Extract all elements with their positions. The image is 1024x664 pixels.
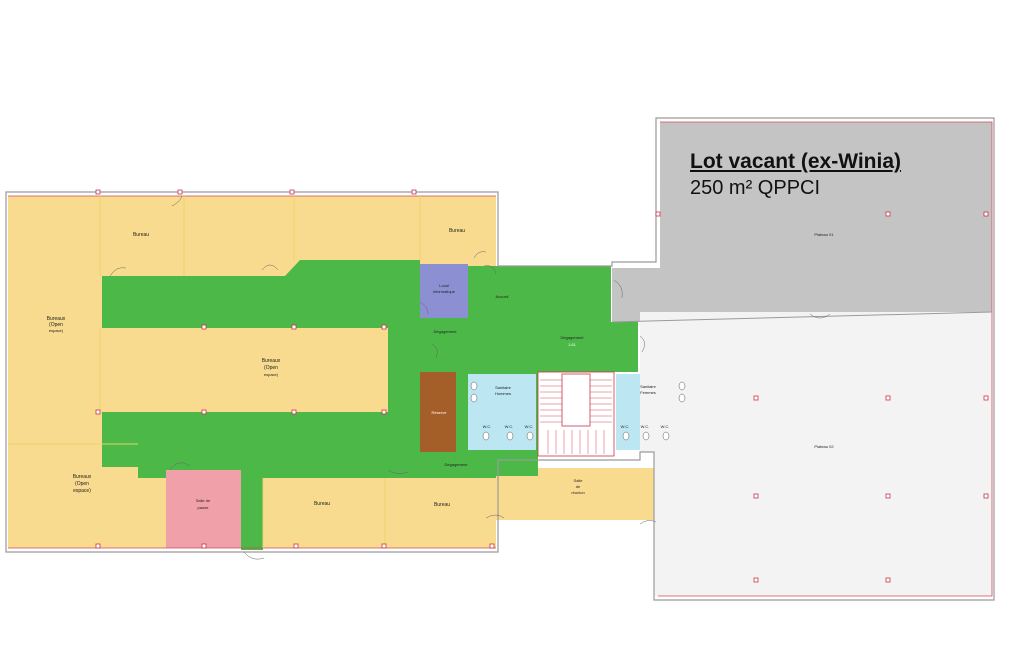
room-labels: Bureau Bureau Bureaux (Open espace) Bure… (47, 228, 835, 510)
walls (5, 117, 995, 601)
label-bureau-top-right: Bureau (449, 228, 465, 234)
label-degagement-2: Dégagement (445, 462, 469, 467)
room-fill-reunion (496, 468, 654, 520)
label-pause-1: Salle de (196, 498, 211, 503)
label-bureau-top-left: Bureau (133, 232, 149, 238)
label-reserve: Réserve (432, 410, 448, 415)
label-wc: W.C. (525, 424, 534, 429)
label-bureau-bottom-2: Bureau (434, 502, 450, 508)
label-wc: W.C. (621, 424, 630, 429)
label-open-left-1: Bureaux (47, 316, 66, 322)
label-sanitaire-femmes-1: Sanitaire (640, 384, 657, 389)
lot-area: 250 m² QPPCI (690, 177, 821, 199)
label-open-mid-1: Bureaux (262, 358, 281, 364)
corridor-top-chamfer (285, 260, 420, 276)
lot-title-block: Lot vacant (ex-Winia) 250 m² QPPCI (690, 150, 901, 200)
corridor-down-spur (241, 470, 263, 550)
label-open-left-3: espace) (49, 328, 64, 333)
label-sanitaire-hommes-2: Hommes (495, 391, 511, 396)
label-open-mid-3: espace) (264, 372, 279, 377)
label-sanitaire-femmes-2: Femmes (640, 390, 656, 395)
label-wc: W.C. (661, 424, 670, 429)
room-fill-informatique (420, 264, 468, 318)
stairwell (537, 371, 615, 457)
lot-title: Lot vacant (ex-Winia) (690, 150, 902, 173)
label-wc: W.C. (483, 424, 492, 429)
label-wc: W.C. (641, 424, 650, 429)
vacant-lot-link (612, 268, 660, 322)
label-open-mid-2: (Open (264, 365, 278, 371)
label-open-bl-2: (Open (75, 481, 89, 487)
room-fill-reserve (420, 372, 456, 452)
label-degagement-1: Dégagement (434, 329, 458, 334)
label-open-left-2: (Open (49, 322, 63, 328)
label-degagement-3: Dégagement (561, 335, 585, 340)
label-open-bl-3: espace) (73, 488, 91, 494)
label-wc: W.C. (505, 424, 514, 429)
room-fill-pause (166, 470, 241, 548)
label-bureau-bottom-1: Bureau (314, 501, 330, 507)
label-degagement-3-sub: 1.61 (568, 342, 577, 347)
corridor-degagement-ext (600, 322, 638, 372)
label-pause-2: pause (198, 505, 210, 510)
label-sanitaire-hommes-1: Sanitaire (495, 385, 512, 390)
label-reunion-1: Salle (574, 478, 584, 483)
vacant-lot-fill (660, 122, 992, 312)
plateau-02-fill (640, 312, 992, 596)
room-fill-sanitaire-hommes (468, 374, 536, 450)
label-local-1: Local (439, 283, 449, 288)
label-accueil: Accueil (496, 294, 509, 299)
label-reunion-2: de (576, 484, 581, 489)
label-open-bl-1: Bureaux (73, 474, 92, 480)
label-local-2: informatique (433, 289, 456, 294)
corridor-mid-right (388, 260, 420, 467)
wc-fixtures (470, 381, 686, 441)
doors (109, 195, 831, 560)
label-reunion-3: réunion (571, 490, 584, 495)
columns (95, 189, 989, 583)
label-plateau-01: Plateau 01 (814, 232, 834, 237)
corridor-main (102, 276, 420, 328)
corridor-degagement-right (515, 266, 611, 372)
label-plateau-02: Plateau 02 (814, 444, 834, 449)
